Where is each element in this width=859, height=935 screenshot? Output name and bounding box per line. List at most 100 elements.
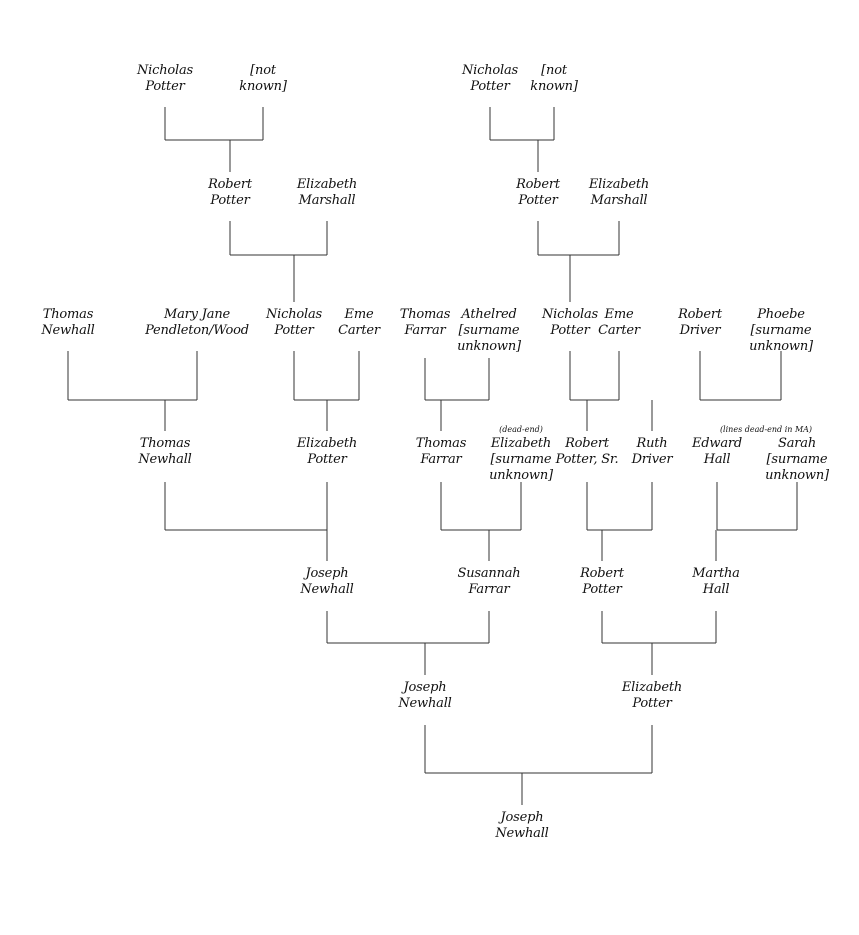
person-name-line: Carter: [338, 323, 380, 338]
person-name-line: [surname: [766, 452, 828, 467]
person-name-line: Robert: [678, 307, 722, 322]
note-dead-end: (dead-end): [499, 425, 543, 434]
person-name-line: Newhall: [138, 452, 192, 467]
person-name-line: Driver: [631, 452, 673, 467]
person-name-line: Eme: [344, 307, 374, 322]
person-name-line: Marshall: [298, 193, 356, 208]
person-name-line: Nicholas: [462, 63, 518, 78]
person-name-line: Elizabeth: [296, 436, 358, 451]
person-name-line: Potter, Sr.: [555, 452, 619, 467]
person-name-line: Potter: [518, 193, 558, 208]
person-name-line: Robert: [565, 436, 609, 451]
person-name-line: Robert: [516, 177, 560, 192]
person-name-line: Newhall: [300, 582, 354, 597]
person-name-line: Farrar: [468, 582, 510, 597]
person-name-line: Farrar: [404, 323, 446, 338]
person-name-line: Robert: [208, 177, 252, 192]
person-name-line: unknown]: [489, 468, 553, 483]
person-name-line: Potter: [582, 582, 622, 597]
person-name-line: [not: [250, 63, 276, 78]
person-name-line: unknown]: [457, 339, 521, 354]
person-name-line: Nicholas: [266, 307, 322, 322]
person-name-line: unknown]: [765, 468, 829, 483]
person-name-line: Nicholas: [137, 63, 193, 78]
person-name-line: [surname: [490, 452, 552, 467]
person-name-line: Carter: [598, 323, 640, 338]
person-name-line: Joseph: [500, 810, 544, 825]
person-name-line: Potter: [145, 79, 185, 94]
person-name-line: [surname: [458, 323, 520, 338]
person-name-line: Ruth: [636, 436, 668, 451]
person-name-line: Potter: [274, 323, 314, 338]
person-name-line: Potter: [470, 79, 510, 94]
person-name-line: Sarah: [777, 436, 816, 451]
person-name-line: Joseph: [305, 566, 349, 581]
person-name-line: Newhall: [398, 696, 452, 711]
person-name-line: Robert: [580, 566, 624, 581]
person-name-line: Potter: [210, 193, 250, 208]
person-name-line: Marshall: [590, 193, 648, 208]
person-name-line: known]: [239, 79, 287, 94]
person-name-line: Athelred: [461, 307, 517, 322]
person-name-line: Newhall: [41, 323, 95, 338]
person-name-line: Potter: [307, 452, 347, 467]
person-name-line: Joseph: [403, 680, 447, 695]
person-name-line: Pendleton/Wood: [145, 323, 249, 338]
person-name-line: Elizabeth: [621, 680, 683, 695]
person-name-line: Newhall: [495, 826, 549, 841]
person-name-line: unknown]: [749, 339, 813, 354]
person-name-line: [surname: [750, 323, 812, 338]
person-name-line: Edward: [691, 436, 743, 451]
person-name-line: Driver: [679, 323, 721, 338]
person-name-line: Eme: [604, 307, 634, 322]
person-name-line: Hall: [703, 452, 731, 467]
person-name-line: known]: [530, 79, 578, 94]
person-name-line: Nicholas: [542, 307, 598, 322]
person-name-line: Susannah: [457, 566, 521, 581]
person-name-line: [not: [541, 63, 567, 78]
person-name-line: Elizabeth: [588, 177, 650, 192]
person-name-line: Thomas: [139, 436, 191, 451]
person-name-line: Phoebe: [757, 307, 805, 322]
person-name-line: Thomas: [399, 307, 451, 322]
person-name-line: Thomas: [415, 436, 467, 451]
person-name-line: Potter: [550, 323, 590, 338]
note-lines-dead-end-ma: (lines dead-end in MA): [719, 425, 813, 434]
person-name-line: Elizabeth: [296, 177, 358, 192]
person-name-line: Farrar: [420, 452, 462, 467]
person-name-line: Potter: [632, 696, 672, 711]
person-name-line: Hall: [702, 582, 730, 597]
person-name-line: Mary Jane: [164, 307, 230, 322]
